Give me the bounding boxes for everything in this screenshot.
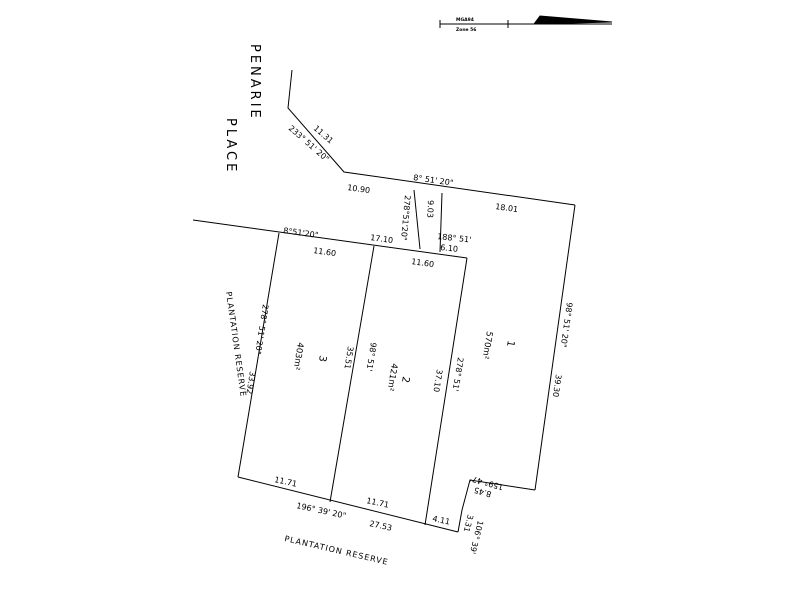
datum-label: MGA94 bbox=[456, 17, 474, 23]
lot-1-area: 570m² bbox=[480, 331, 494, 360]
dim-right-bearing: 98° 51' 20" bbox=[559, 302, 574, 348]
lot1-east-boundary bbox=[534, 204, 576, 491]
lot-3-area: 403m² bbox=[291, 342, 305, 371]
dim-lot2-1-length: 37.10 bbox=[431, 369, 443, 393]
dim-top-bearing: 8° 51' 20" bbox=[413, 173, 454, 188]
plantation-reserve-left: PLANTATION RESERVE bbox=[224, 291, 248, 398]
dim-lot3-top: 11.60 bbox=[313, 246, 337, 258]
dim-lot2-bottom: 11.71 bbox=[366, 496, 390, 510]
north-arrow: MGA94 Zone 56 bbox=[439, 15, 613, 33]
penarie-place-boundary bbox=[287, 69, 576, 206]
rear-lot-line bbox=[192, 219, 468, 259]
lot-1-number: 1 bbox=[504, 340, 516, 348]
dim-handle-bearing-2: 188° 51' bbox=[437, 232, 472, 245]
dim-bottom-bearing: 196° 39' 20" bbox=[296, 501, 347, 520]
dim-step-length: 3.31 bbox=[462, 514, 475, 533]
dim-lot3-2-length: 35.51 bbox=[342, 346, 354, 370]
lot-2-number: 2 bbox=[399, 376, 411, 384]
dim-handle-seg: 6.10 bbox=[440, 243, 459, 254]
road-name-place: PLACE bbox=[223, 118, 238, 174]
dim-right-length: 39.30 bbox=[551, 374, 563, 398]
north-arrow-head-icon bbox=[532, 15, 613, 25]
southern-boundary bbox=[237, 476, 459, 533]
road-name-penarie: PENARIE bbox=[247, 44, 262, 121]
dim-left-bearing: 278° 51' 20" bbox=[253, 304, 270, 355]
dim-left-length: 33.92 bbox=[244, 371, 256, 395]
boundaries bbox=[192, 69, 576, 533]
dim-handle-length: 9.03 bbox=[425, 200, 435, 218]
dim-lot3-2-bearing: 98° 51' bbox=[364, 342, 377, 372]
dim-top-left-seg: 10.90 bbox=[347, 183, 371, 195]
dim-handle-bearing: 278°51'20" bbox=[399, 195, 412, 241]
access-handle-right bbox=[439, 192, 443, 253]
dim-bottom-length: 27.53 bbox=[369, 519, 393, 533]
dim-mid-bearing: 8°51'20" bbox=[283, 226, 319, 240]
lot3-lot2-boundary bbox=[329, 245, 375, 503]
dim-top-right-seg: 18.01 bbox=[495, 202, 519, 214]
zone-label: Zone 56 bbox=[456, 27, 476, 33]
lot3-west-boundary bbox=[237, 232, 280, 478]
dim-lot2-1-bearing: 278° 51' bbox=[451, 357, 465, 392]
lot-3-number: 3 bbox=[316, 355, 328, 363]
lot-2-area: 421m² bbox=[385, 363, 399, 392]
dim-mid-length: 17.10 bbox=[370, 233, 394, 245]
plantation-reserve-bottom: PLANTATION RESERVE bbox=[284, 534, 390, 567]
access-handle-left bbox=[413, 189, 421, 250]
lot1-south-corner bbox=[457, 479, 536, 533]
dim-lot2-top: 11.60 bbox=[411, 257, 435, 269]
lot2-lot1-boundary bbox=[424, 257, 468, 526]
dim-lot1-bottom: 4.11 bbox=[432, 514, 451, 527]
